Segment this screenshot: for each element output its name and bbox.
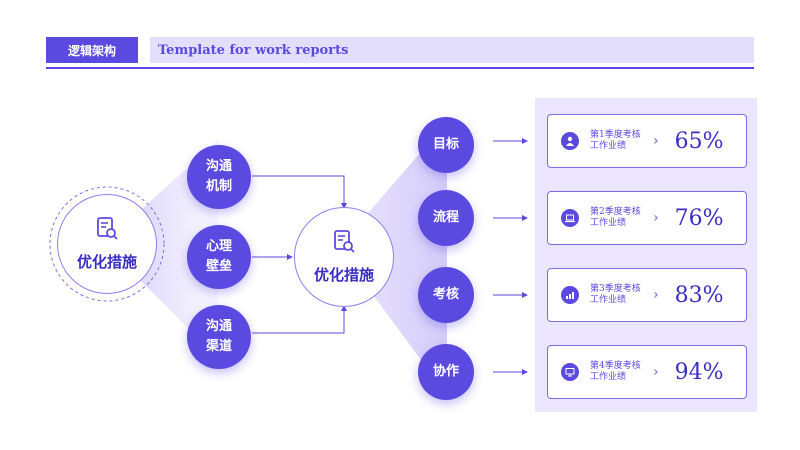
connector-input-3 <box>252 305 347 334</box>
card-3-line2: 工作业绩 <box>590 295 627 305</box>
card-2-line2: 工作业绩 <box>590 218 627 228</box>
user-icon <box>561 132 579 150</box>
result-card-1: 第1季度考核工作业绩 › 65% <box>547 114 747 168</box>
input-node-1-line2: 机制 <box>205 179 232 194</box>
monitor-icon <box>561 363 579 381</box>
card-1-line2: 工作业绩 <box>590 141 627 151</box>
left-hub-circle: 优化措施 <box>57 194 157 294</box>
card-2-value: 76% <box>674 205 724 231</box>
header-divider <box>46 67 754 69</box>
card-1-line1: 第1季度考核 <box>590 130 641 140</box>
input-node-2-line1: 心理 <box>205 239 232 254</box>
input-node-1-line1: 沟通 <box>205 159 232 174</box>
input-node-3: 沟通渠道 <box>187 305 251 369</box>
left-hub-label: 优化措施 <box>76 252 137 271</box>
section-tag: 逻辑架构 <box>46 37 138 63</box>
bar-chart-icon <box>561 286 579 304</box>
output-node-3: 考核 <box>418 267 474 323</box>
page-title: Template for work reports <box>150 37 754 63</box>
chevron-right-icon: › <box>653 364 659 380</box>
laptop-icon <box>561 209 579 227</box>
input-node-2: 心理壁垒 <box>187 225 251 289</box>
card-4-value: 94% <box>674 359 724 385</box>
result-card-3: 第3季度考核工作业绩 › 83% <box>547 268 747 322</box>
input-node-2-line2: 壁垒 <box>205 259 232 274</box>
card-1-value: 65% <box>674 128 724 154</box>
left-hub-dashed-ring <box>49 186 165 302</box>
card-3-value: 83% <box>674 282 724 308</box>
document-search-icon <box>333 229 355 258</box>
card-4-line1: 第4季度考核 <box>590 361 641 371</box>
input-node-3-line2: 渠道 <box>205 339 232 354</box>
center-hub-circle: 优化措施 <box>294 207 394 307</box>
chevron-right-icon: › <box>653 133 659 149</box>
result-card-4: 第4季度考核工作业绩 › 94% <box>547 345 747 399</box>
chevron-right-icon: › <box>653 287 659 303</box>
card-2-line1: 第2季度考核 <box>590 207 641 217</box>
input-node-1: 沟通机制 <box>187 145 251 209</box>
card-3-line1: 第3季度考核 <box>590 284 641 294</box>
connector-input-1 <box>252 175 347 209</box>
input-node-3-line1: 沟通 <box>205 319 232 334</box>
output-node-4: 协作 <box>418 344 474 400</box>
card-4-line2: 工作业绩 <box>590 372 627 382</box>
chevron-right-icon: › <box>653 210 659 226</box>
output-node-1: 目标 <box>418 117 474 173</box>
center-hub-label: 优化措施 <box>313 265 374 284</box>
result-card-2: 第2季度考核工作业绩 › 76% <box>547 191 747 245</box>
output-node-2: 流程 <box>418 190 474 246</box>
document-search-icon <box>96 216 118 245</box>
right-fan-shape <box>362 122 447 395</box>
